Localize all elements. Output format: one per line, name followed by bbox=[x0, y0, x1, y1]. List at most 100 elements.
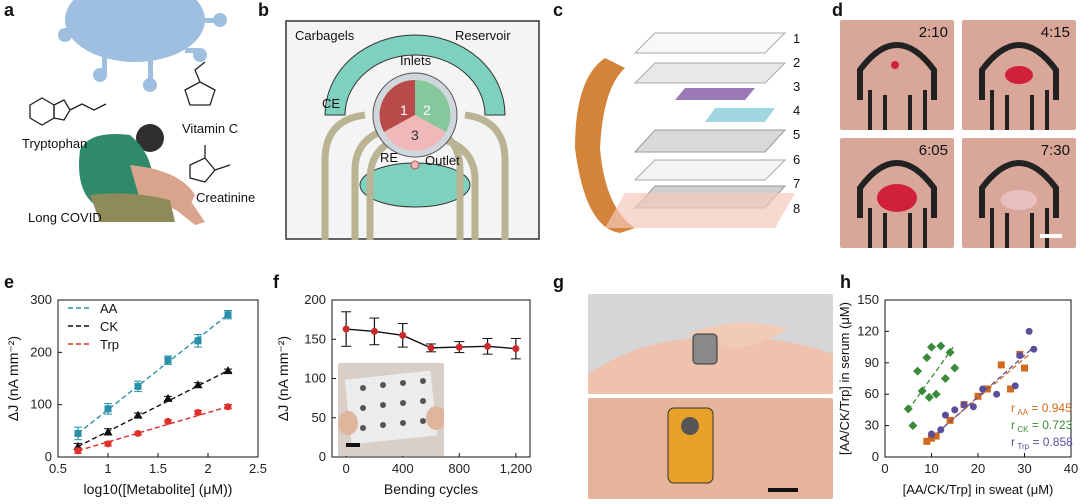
segment-1-label: 1 bbox=[400, 102, 408, 118]
scale-bar bbox=[768, 488, 798, 492]
series-Trp-point bbox=[969, 403, 977, 411]
series-CK-fit-line bbox=[77, 370, 229, 448]
series-Trp-point bbox=[937, 426, 945, 434]
x-tick-label: 1 bbox=[104, 461, 111, 476]
y-tick-label: 0 bbox=[872, 449, 879, 464]
photo-frame-3: 6:05 bbox=[840, 138, 954, 248]
photo-frame-4: 7:30 bbox=[962, 138, 1076, 248]
annotation-r-AA: r AA = 0.945 bbox=[1011, 401, 1072, 417]
series-Trp-point bbox=[1016, 351, 1024, 359]
segment-2 bbox=[415, 79, 451, 132]
series-CK-point bbox=[908, 421, 918, 431]
layer-label-4: 4 bbox=[793, 103, 800, 118]
series-CK-point bbox=[913, 366, 923, 376]
series-CK-point bbox=[927, 342, 936, 352]
x-tick-label: 2.5 bbox=[249, 461, 267, 476]
series-CK-point bbox=[193, 380, 203, 389]
layer-label-1: 1 bbox=[793, 31, 800, 46]
label-tryptophan: Tryptophan bbox=[22, 136, 87, 151]
reservoir-chamber bbox=[359, 162, 471, 208]
photo-wrist-bottom bbox=[588, 398, 833, 499]
y-tick-label: 60 bbox=[865, 386, 879, 401]
series-CK-point bbox=[931, 389, 941, 399]
y-axis-label: ΔJ (nA mm⁻²) bbox=[5, 336, 21, 421]
x-axis-label: log10([Metabolite] (μM)) bbox=[84, 481, 233, 497]
label-ce: CE bbox=[322, 96, 340, 111]
panel-label-c: c bbox=[553, 0, 564, 20]
x-tick-label: 2 bbox=[204, 461, 211, 476]
x-tick-label: 0.5 bbox=[49, 461, 67, 476]
series-Trp-point bbox=[1030, 345, 1038, 353]
time-label-2: 4:15 bbox=[1040, 24, 1070, 41]
series-AA-point bbox=[1021, 364, 1028, 372]
inset-photo-flexible-sheet bbox=[338, 363, 444, 456]
scale-bar bbox=[346, 443, 360, 447]
label-outlet: Outlet bbox=[425, 153, 460, 168]
series-Trp-point bbox=[1025, 327, 1033, 335]
y-tick-label: 100 bbox=[304, 371, 326, 386]
y-axis-label: [AA/CK/Trp] in serum (μM) bbox=[837, 302, 852, 455]
label-re: RE bbox=[380, 150, 398, 165]
x-axis-label: [AA/CK/Trp] in sweat (μM) bbox=[903, 482, 1054, 497]
device-photo-icon bbox=[857, 42, 937, 130]
series-CK-point bbox=[917, 386, 927, 396]
panel-label-a: a bbox=[4, 0, 15, 20]
series-Trp-fit-line bbox=[77, 406, 229, 452]
outlet-dot bbox=[410, 160, 420, 170]
device-photo-icon bbox=[979, 42, 1059, 130]
y-tick-label: 50 bbox=[312, 410, 326, 425]
series-AA-point bbox=[134, 382, 142, 390]
label-carbagels: Carbagels bbox=[295, 28, 355, 43]
x-tick-label: 800 bbox=[448, 461, 470, 476]
panel-label-f: f bbox=[273, 272, 279, 292]
series-CK-point bbox=[223, 366, 233, 375]
y-tick-label: 90 bbox=[865, 355, 879, 370]
annotation-r-CK: r CK = 0.723 bbox=[1011, 418, 1073, 434]
photo-frame-2: 4:15 bbox=[962, 20, 1076, 130]
layer-label-8: 8 bbox=[793, 201, 800, 216]
series-CK-point bbox=[940, 374, 950, 383]
x-tick-label: 20 bbox=[971, 461, 985, 476]
legend-AA-label: AA bbox=[100, 301, 118, 316]
molecule-drawings bbox=[29, 61, 231, 183]
series-CK-point bbox=[163, 393, 173, 402]
series-AA-point bbox=[74, 429, 82, 437]
x-tick-label: 0 bbox=[881, 461, 888, 476]
series-Trp-point bbox=[104, 440, 112, 448]
data-point bbox=[399, 331, 407, 339]
series-Trp-point bbox=[951, 406, 959, 414]
y-tick-label: 200 bbox=[30, 344, 52, 359]
x-axis-label: Bending cycles bbox=[384, 481, 478, 497]
panel-label-e: e bbox=[4, 272, 15, 292]
x-tick-label: 0 bbox=[343, 461, 350, 476]
series-AA-point bbox=[194, 337, 202, 345]
panel-g-wrist-photos bbox=[588, 294, 833, 499]
series-Trp-fit-line bbox=[931, 346, 1035, 439]
series-Trp-point bbox=[194, 409, 202, 417]
data-point bbox=[427, 344, 435, 352]
segment-3-label: 3 bbox=[411, 127, 419, 143]
series-Trp-point bbox=[941, 411, 949, 419]
panel-c-exploded-view: 1 2 3 4 5 6 7 8 bbox=[565, 18, 820, 243]
x-tick-label: 10 bbox=[924, 461, 938, 476]
y-axis-label: ΔJ (nA mm⁻²) bbox=[275, 336, 291, 421]
layer-label-7: 7 bbox=[793, 176, 800, 191]
label-inlets: Inlets bbox=[400, 53, 432, 68]
plot-frame bbox=[884, 299, 1072, 458]
series-CK-point bbox=[922, 353, 932, 363]
series-CK-point bbox=[924, 392, 934, 402]
x-tick-label: 1.5 bbox=[149, 461, 167, 476]
panel-label-h: h bbox=[840, 272, 851, 292]
y-tick-label: 300 bbox=[30, 292, 52, 307]
data-point bbox=[512, 345, 520, 353]
layer-label-3: 3 bbox=[793, 79, 800, 94]
segment-2-label: 2 bbox=[423, 102, 431, 118]
legend-Trp-label: Trp bbox=[100, 337, 119, 352]
y-tick-label: 0 bbox=[45, 449, 52, 464]
series-Trp-point bbox=[993, 390, 1001, 398]
series-AA-point bbox=[997, 361, 1005, 369]
device-photo-icon bbox=[979, 160, 1062, 248]
series-Trp-point bbox=[1011, 382, 1019, 390]
